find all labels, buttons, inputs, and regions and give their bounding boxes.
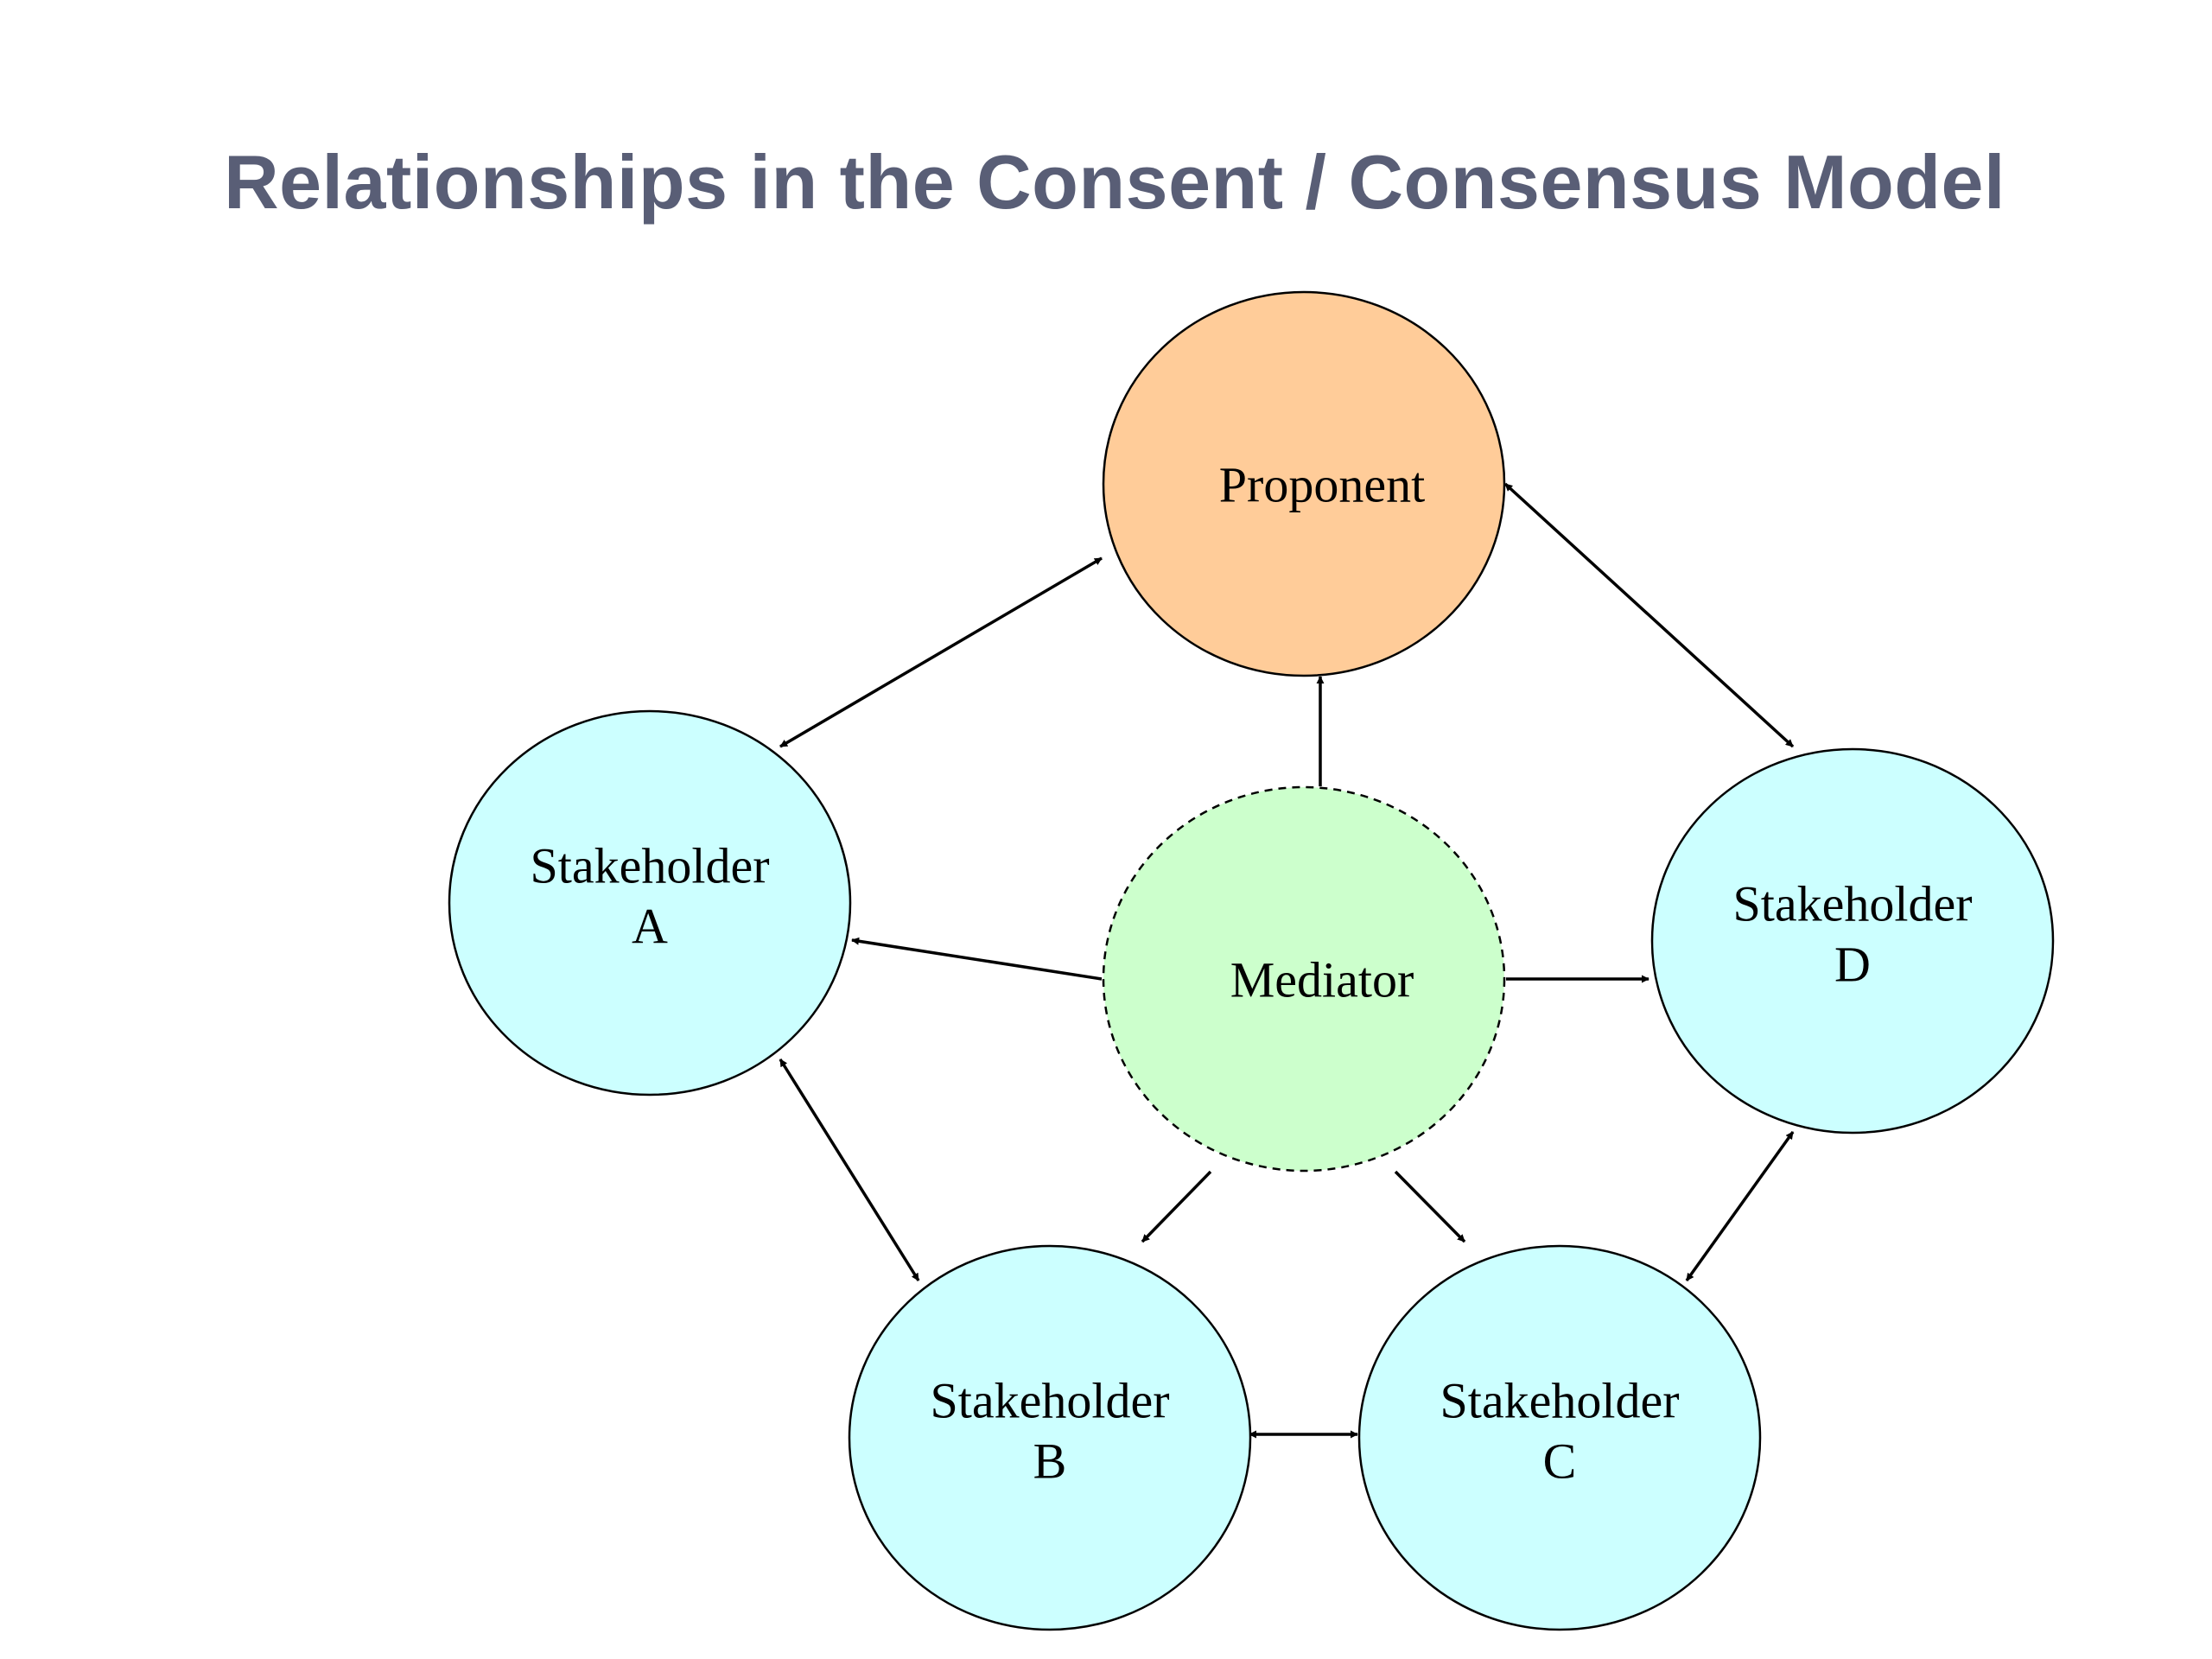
stakeholder-b-label: Stakeholder — [930, 1372, 1169, 1428]
arrow-stakeholder-c-stakeholder-d — [1685, 1130, 1795, 1282]
stakeholder-a-circle — [448, 709, 852, 1096]
arrow-proponent-stakeholder-d — [1503, 482, 1795, 748]
stakeholder-c-circle — [1357, 1244, 1762, 1631]
mediator-label: Mediator — [1230, 951, 1414, 1007]
stakeholder-b-node: Stakeholder B — [848, 1244, 1252, 1631]
stakeholder-b-circle — [848, 1244, 1252, 1631]
arrow-mediator-stakeholder-a — [851, 937, 1103, 981]
stakeholder-c-node: Stakeholder C — [1357, 1244, 1762, 1631]
stakeholder-d-label: Stakeholder — [1732, 875, 1972, 931]
stakeholder-a-letter: A — [632, 898, 668, 954]
stakeholder-c-label: Stakeholder — [1440, 1372, 1679, 1428]
mediator-circle — [1102, 785, 1506, 1173]
stakeholder-b-letter: B — [1033, 1433, 1067, 1489]
page-title: Relationships in the Consent / Consensus… — [224, 139, 2005, 225]
proponent-circle — [1102, 290, 1506, 677]
proponent-node: Proponent — [1102, 290, 1506, 677]
stakeholder-d-letter: D — [1834, 936, 1871, 992]
arrow-mediator-stakeholder-c — [1394, 1170, 1466, 1243]
mediator-node: Mediator — [1102, 785, 1506, 1173]
stakeholder-d-circle — [1650, 747, 2055, 1135]
proponent-label: Proponent — [1219, 456, 1425, 512]
arrow-mediator-stakeholder-b — [1141, 1170, 1212, 1243]
stakeholder-d-node: Stakeholder D — [1650, 747, 2055, 1135]
arrow-stakeholder-a-stakeholder-b — [779, 1058, 920, 1281]
connectors — [779, 482, 1795, 1439]
arrow-stakeholder-a-proponent — [779, 556, 1103, 748]
stakeholder-c-letter: C — [1543, 1433, 1577, 1489]
stakeholder-a-node: Stakeholder A — [448, 709, 852, 1096]
stakeholder-a-label: Stakeholder — [530, 837, 769, 893]
